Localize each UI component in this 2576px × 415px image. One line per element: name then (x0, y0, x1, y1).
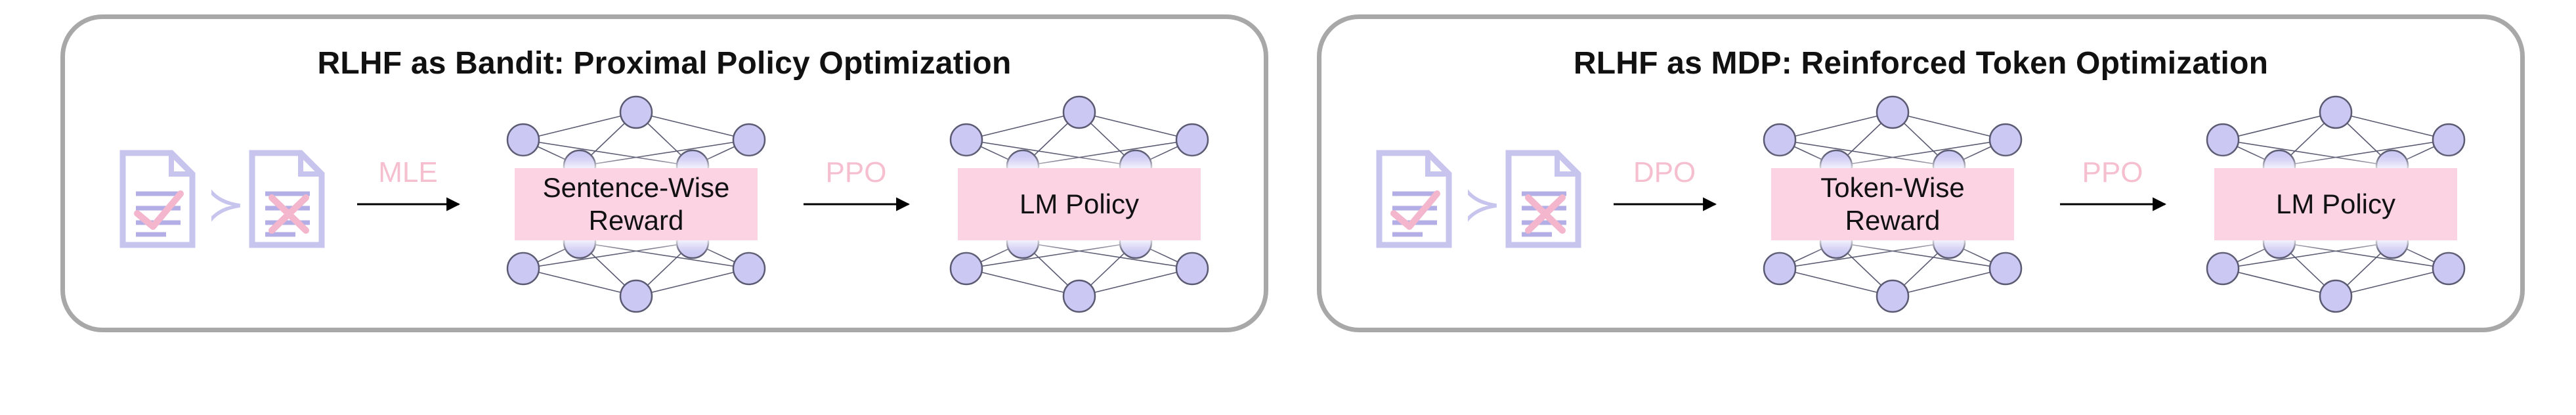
network-node (2206, 251, 2240, 286)
model-box (958, 168, 1201, 240)
panel-title: RLHF as Bandit: Proximal Policy Optimiza… (317, 46, 1012, 81)
network-node (506, 251, 540, 286)
model-box (1771, 168, 2014, 240)
network-node (949, 123, 983, 157)
greater-than-icon: ≻ (1463, 179, 1502, 230)
model-box (515, 168, 758, 240)
network-node (2319, 95, 2353, 129)
check-icon (1390, 190, 1440, 230)
model-box-label: LM Policy (1020, 188, 1139, 219)
neural-network-icon: LM Policy (2206, 95, 2466, 313)
network-node (1062, 95, 1096, 129)
network-node (1763, 123, 1797, 157)
rejected-document-icon (249, 150, 325, 248)
greater-than-icon: ≻ (207, 179, 246, 230)
network-node (619, 279, 653, 313)
network-node (1988, 251, 2023, 286)
network-node (1175, 251, 1209, 286)
network-node (2432, 123, 2466, 157)
preferred-document-icon (119, 150, 196, 248)
neural-network-icon: LM Policy (949, 95, 1209, 313)
network-node (1175, 123, 1209, 157)
model-box-label: LM Policy (2276, 188, 2395, 219)
cross-icon (1525, 194, 1566, 234)
step-label: DPO (1633, 156, 1696, 188)
network-node (949, 251, 983, 286)
network-node (2319, 279, 2353, 313)
network-node (732, 123, 766, 157)
model-box (2214, 168, 2457, 240)
cross-icon (268, 194, 309, 234)
panel-mdp-rto: RLHF as MDP: Reinforced Token Optimizati… (1317, 14, 2525, 332)
network-node (1988, 123, 2023, 157)
network-node (619, 95, 653, 129)
panel-bandit-ppo: RLHF as Bandit: Proximal Policy Optimiza… (60, 14, 1268, 332)
panel-title: RLHF as MDP: Reinforced Token Optimizati… (1573, 46, 2269, 81)
network-node (1876, 279, 1910, 313)
network-node (1763, 251, 1797, 286)
step-label: PPO (826, 156, 887, 188)
network-node (2432, 251, 2466, 286)
network-node (506, 123, 540, 157)
step-label: MLE (378, 156, 437, 188)
network-node (732, 251, 766, 286)
step-label: PPO (2082, 156, 2143, 188)
network-node (2206, 123, 2240, 157)
rejected-document-icon (1505, 150, 1581, 248)
network-node (1062, 279, 1096, 313)
preferred-document-icon (1376, 150, 1452, 248)
network-node (1876, 95, 1910, 129)
check-icon (134, 190, 184, 230)
